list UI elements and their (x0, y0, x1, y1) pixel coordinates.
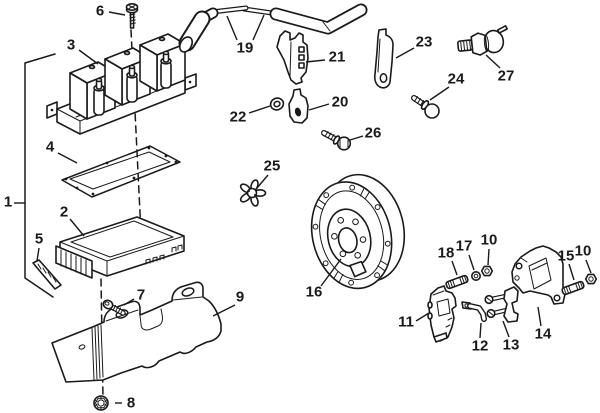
callout-label-15: 15 (558, 248, 575, 265)
part-20-drawing (288, 88, 309, 124)
callout-leader-14 (537, 306, 542, 327)
part-11-drawing (427, 285, 457, 343)
callout-leader-2 (69, 218, 85, 237)
callout-label-10: 10 (575, 243, 592, 260)
callout-label-26: 26 (365, 125, 382, 142)
callout-leader-18 (451, 260, 458, 276)
callout-label-8: 8 (127, 395, 135, 412)
callout-leader-19 (252, 14, 265, 41)
part-9-drawing (51, 281, 222, 383)
part-5-drawing (32, 259, 62, 290)
callout-leader-13 (502, 320, 510, 338)
callout-label-4: 4 (46, 139, 55, 156)
callout-label-3: 3 (67, 37, 75, 54)
part-18-drawing (445, 274, 469, 290)
callout-label-25: 25 (264, 158, 281, 175)
part-21-drawing (276, 30, 309, 85)
part-27-drawing (456, 25, 508, 56)
part-6-drawing (125, 2, 139, 29)
part-1-drawing (24, 53, 56, 298)
callout-label-19: 19 (237, 40, 254, 57)
callout-leader-15 (568, 263, 575, 281)
callout-leader-4 (57, 152, 78, 164)
callout-leader-11 (415, 312, 430, 322)
callout-label-18: 18 (438, 245, 455, 262)
callout-label-17: 17 (456, 238, 473, 255)
callout-label-11: 11 (398, 314, 414, 331)
part-10-drawing (584, 273, 598, 285)
callout-label-20: 20 (332, 94, 349, 111)
callout-leader-10 (487, 248, 490, 266)
callout-label-22: 22 (230, 109, 247, 126)
part-10-drawing (480, 265, 494, 277)
callout-label-21: 21 (329, 49, 346, 66)
callout-leader-21 (305, 59, 326, 63)
callout-label-12: 12 (472, 338, 489, 355)
callout-leader-16 (320, 258, 342, 287)
callout-label-10: 10 (481, 232, 498, 249)
callout-leader-23 (395, 47, 415, 59)
callout-label-1: 1 (4, 194, 12, 211)
part-3-drawing (46, 33, 197, 135)
callout-leader-5 (36, 247, 40, 262)
part-8-drawing (93, 395, 109, 411)
part-26-drawing (321, 130, 352, 151)
callout-label-16: 16 (306, 284, 323, 301)
callout-leader-3 (78, 49, 99, 65)
part-17-drawing (470, 270, 481, 281)
part-16-drawing (310, 173, 406, 290)
callout-label-27: 27 (498, 68, 515, 85)
callout-label-7: 7 (137, 287, 145, 304)
callout-label-2: 2 (60, 204, 68, 221)
callout-leader-26 (349, 135, 364, 141)
callout-label-9: 9 (236, 289, 244, 306)
callout-leader-17 (468, 254, 475, 271)
callout-leader-19 (226, 15, 238, 41)
callout-leader-27 (485, 54, 501, 69)
callout-label-24: 24 (448, 71, 465, 88)
part-23-drawing (373, 28, 394, 89)
part-24-drawing (411, 95, 440, 119)
part-13-drawing (484, 286, 519, 323)
callout-leader-12 (479, 322, 482, 339)
part-25-drawing (239, 179, 267, 207)
part-19-drawing (178, 3, 368, 53)
callout-leader-7 (123, 298, 135, 306)
part-4-drawing (61, 145, 181, 198)
part-7-drawing (102, 299, 126, 316)
callout-leader-10 (585, 259, 592, 274)
part-2-drawing (55, 216, 185, 279)
callout-label-14: 14 (535, 326, 552, 343)
callout-label-5: 5 (35, 231, 43, 248)
callout-leader-6 (108, 11, 126, 16)
callout-label-23: 23 (416, 34, 433, 51)
part-22-drawing (269, 97, 285, 111)
part-12-drawing (461, 301, 487, 322)
callout-leader-9 (212, 304, 236, 317)
callout-leader-20 (308, 103, 330, 111)
callout-leader-22 (248, 105, 271, 114)
part-14-drawing (511, 245, 566, 305)
callout-label-6: 6 (96, 3, 104, 20)
coil-terminals (93, 50, 172, 116)
part-15-drawing (561, 280, 585, 296)
callout-leader-25 (256, 174, 269, 189)
callout-label-13: 13 (503, 337, 520, 354)
callout-leader-24 (429, 86, 450, 101)
